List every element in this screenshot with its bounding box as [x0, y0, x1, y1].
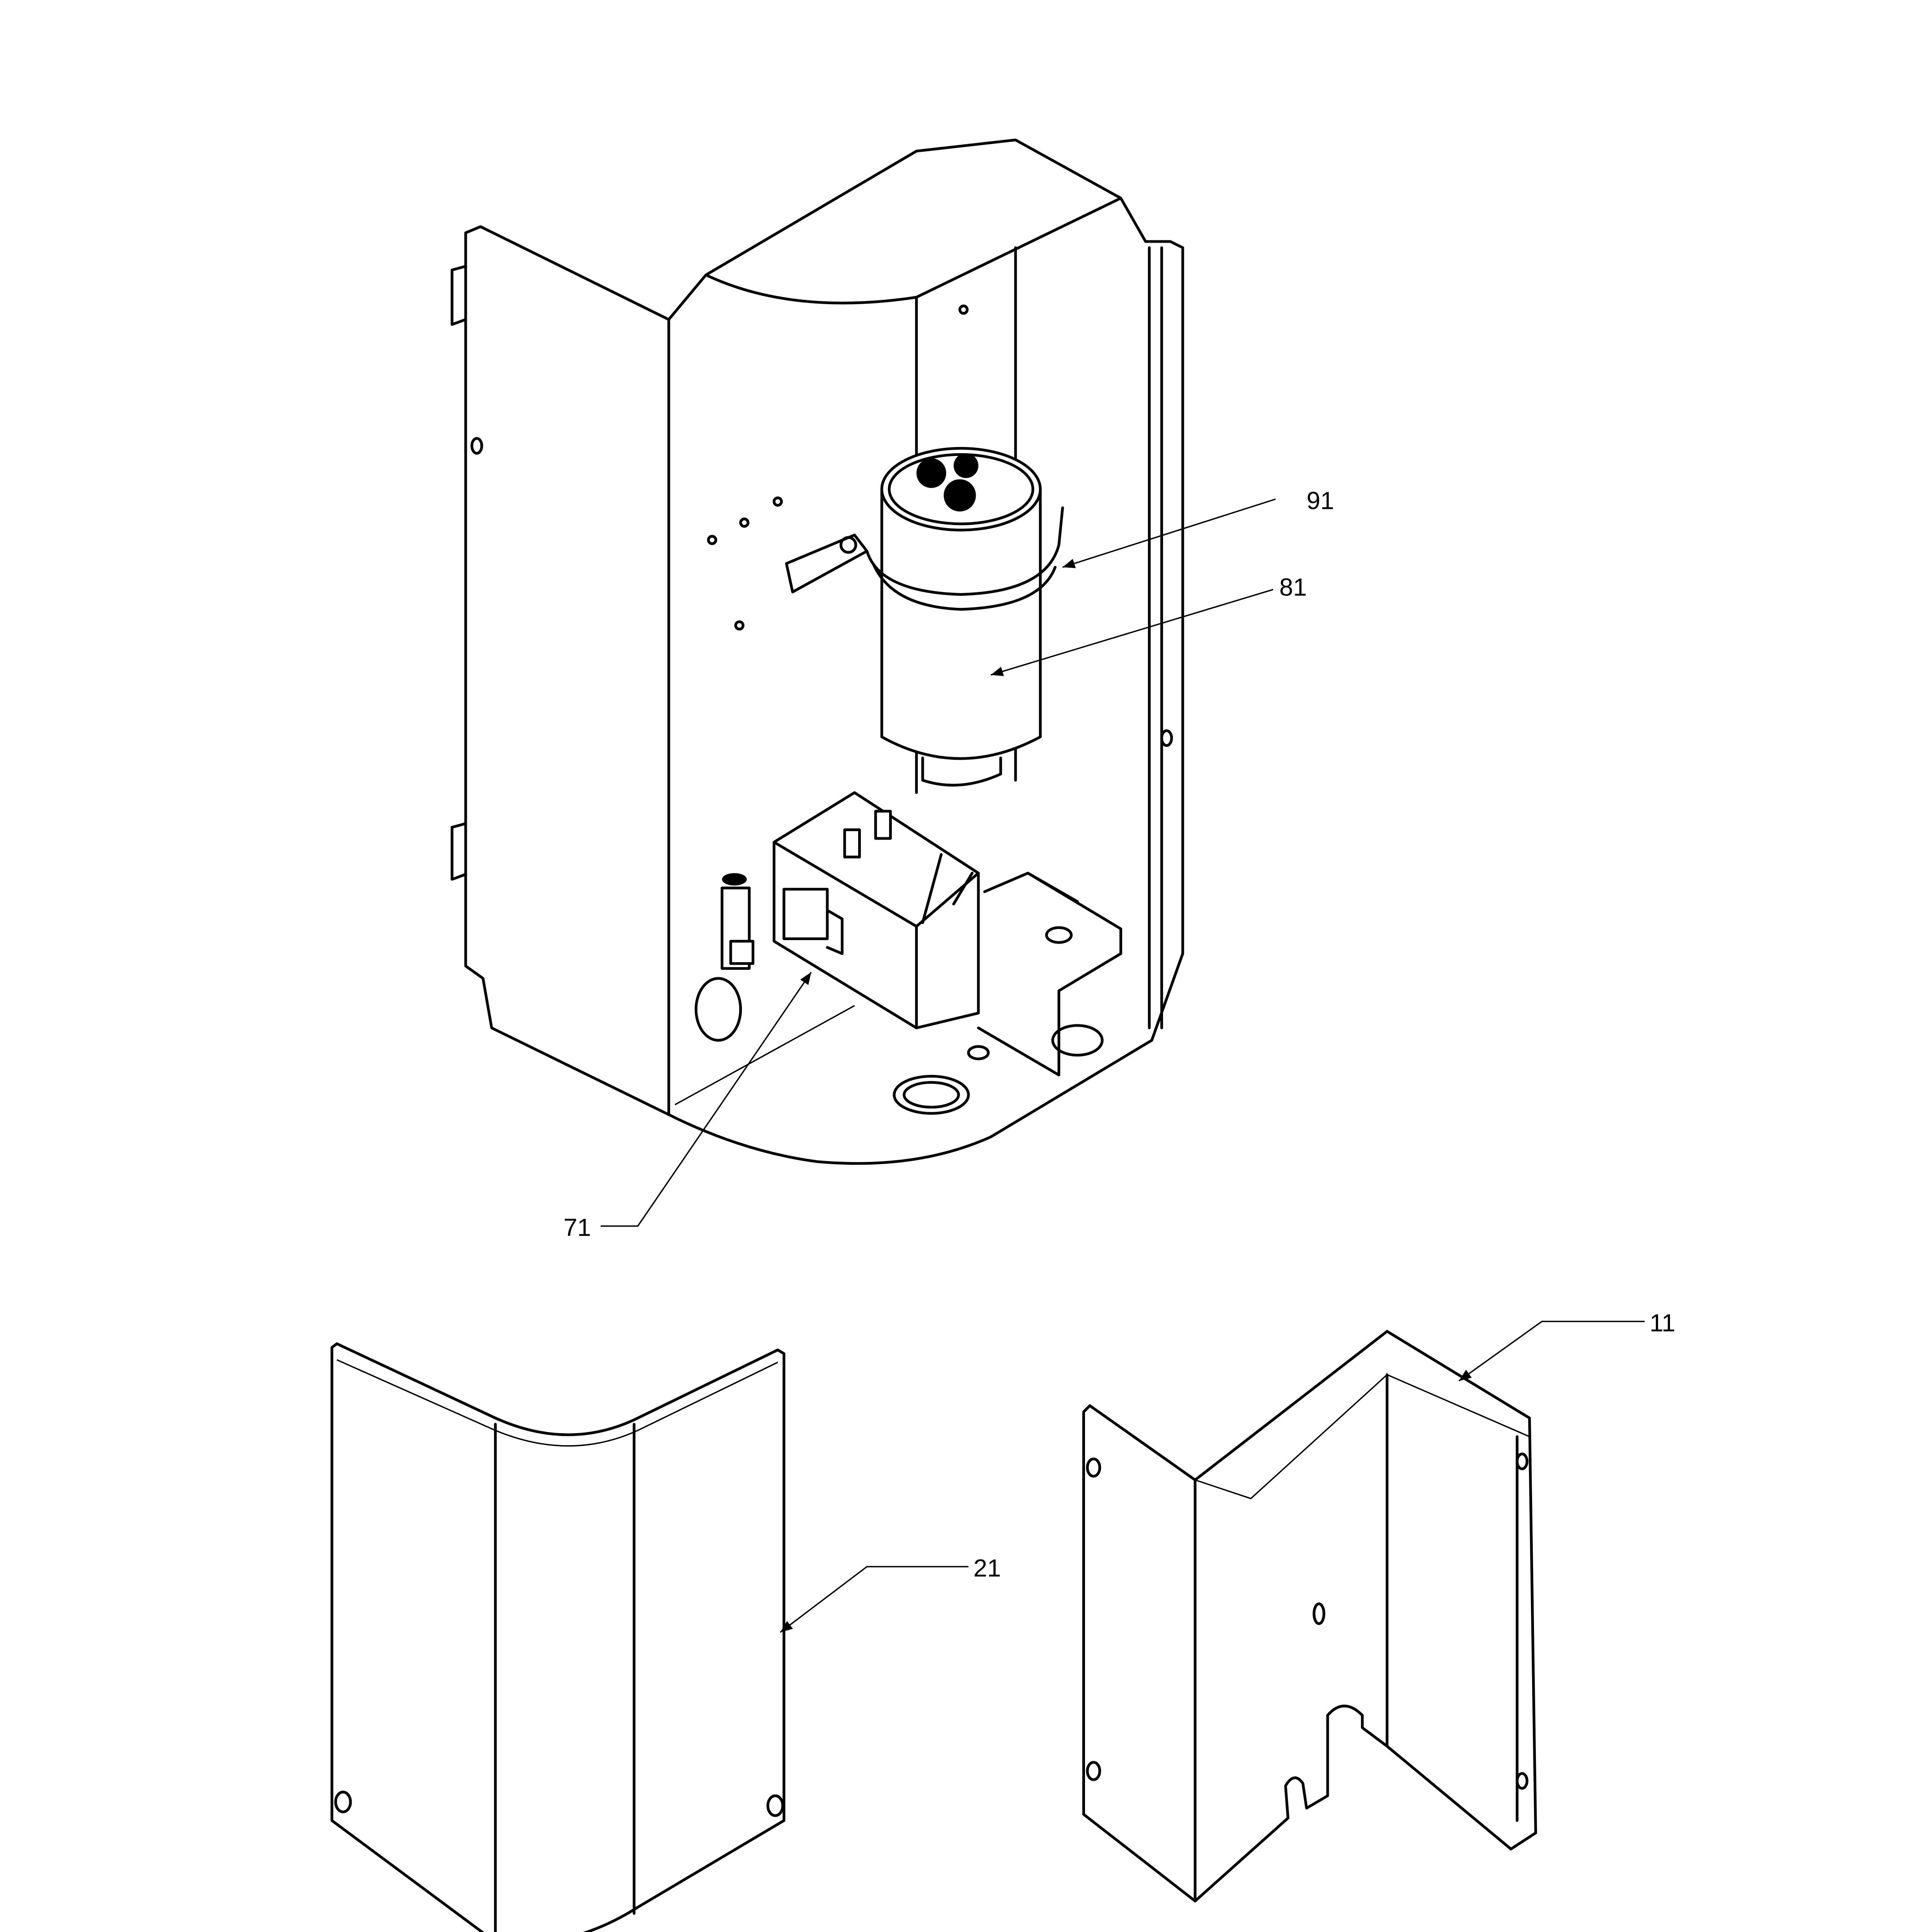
screw-hole — [1515, 1452, 1529, 1470]
callout-11: 11 — [1458, 1309, 1675, 1382]
knockout-hole — [694, 977, 742, 1042]
screw-hole — [1515, 1772, 1529, 1790]
screw-hole — [772, 496, 783, 507]
mounting-tab-top — [451, 265, 467, 326]
screw-hole — [1160, 729, 1173, 747]
screw-hole — [1086, 1458, 1101, 1478]
callout-label: 91 — [1306, 486, 1334, 514]
callout-21: 21 — [780, 1554, 1001, 1633]
callout-71: 71 — [563, 972, 812, 1242]
screw-hole — [739, 517, 750, 528]
mounting-tab-bottom — [451, 822, 467, 881]
ground-lug — [721, 873, 755, 970]
capacitor-terminal — [944, 479, 976, 512]
right-side-panel — [1144, 240, 1184, 1042]
callout-label: 81 — [1279, 573, 1307, 601]
control-box-assembly — [451, 138, 1184, 1165]
front-cover-panel — [330, 1342, 786, 1932]
callout-81: 81 — [990, 573, 1307, 676]
contactor — [772, 791, 980, 1029]
screw-hole — [1313, 1602, 1325, 1625]
screw-hole — [766, 1794, 784, 1817]
base-plate — [667, 1039, 1153, 1165]
screw-hole — [1086, 1761, 1101, 1781]
capacitor-terminal — [953, 453, 979, 478]
callout-label: 21 — [973, 1554, 1001, 1582]
screw-hole — [470, 437, 483, 455]
left-side-panel — [464, 225, 670, 1116]
bracket-hole — [1045, 926, 1073, 944]
grommet-inner — [903, 1081, 960, 1109]
callout-label: 11 — [1650, 1309, 1675, 1337]
knockout-hole — [1051, 1024, 1104, 1057]
callout-label: 71 — [563, 1214, 591, 1242]
capacitor — [880, 447, 1042, 787]
top-cap — [667, 138, 1147, 321]
screw-hole — [334, 1791, 352, 1813]
screw-hole — [734, 620, 745, 631]
capacitor-bracket-base — [977, 872, 1122, 1077]
rear-panel — [1082, 1330, 1537, 1903]
base-edge — [674, 1005, 855, 1105]
small-hole — [967, 1045, 990, 1060]
capacitor-terminal — [916, 458, 946, 488]
capacitor-strap — [785, 506, 1064, 611]
callout-91: 91 — [1062, 486, 1334, 568]
screw-hole — [958, 304, 969, 315]
capacitor-stud — [921, 757, 1002, 787]
screw-hole — [707, 535, 718, 545]
grommet-hole — [893, 1075, 970, 1115]
